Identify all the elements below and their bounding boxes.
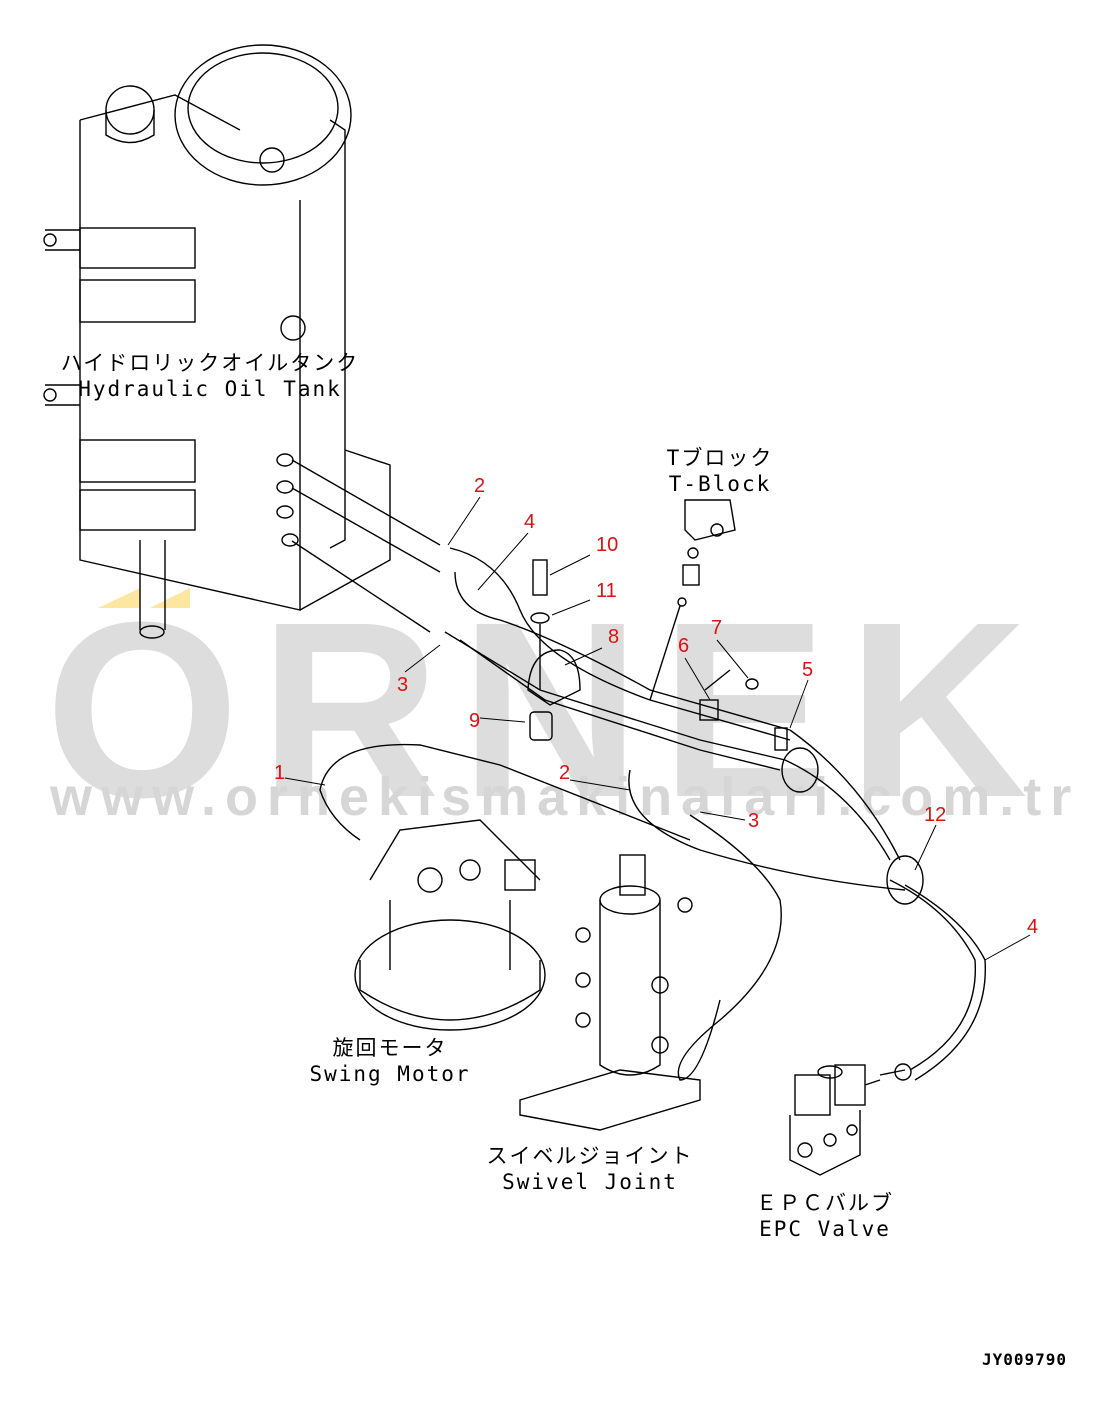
callout-7: 7 (711, 617, 723, 639)
watermark-brand: ORNEK (45, 570, 1048, 849)
clamp-assembly (527, 559, 924, 905)
callout-3: 3 (748, 810, 760, 832)
callout-3: 3 (397, 674, 409, 696)
callout-12: 12 (924, 804, 947, 826)
callout-4: 4 (1027, 916, 1039, 938)
callout-1: 1 (274, 762, 286, 784)
callout-4: 4 (524, 511, 536, 533)
swing-motor-label-jp: 旋回モータ (332, 1036, 448, 1060)
swivel-joint-label-en: Swivel Joint (502, 1170, 678, 1194)
callout-6: 6 (678, 635, 690, 657)
t-block-label-en: T-Block (668, 472, 772, 496)
hose-bundle (291, 459, 986, 1081)
drawing-code: JY009790 (982, 1350, 1068, 1369)
swivel-joint-label-jp: スイベルジョイント (486, 1144, 694, 1168)
watermark-accent-icon (98, 588, 140, 608)
hydraulic-oil-tank-label-jp: ハイドロリックオイルタンク (60, 351, 360, 375)
callout-10: 10 (596, 534, 619, 556)
epc-valve-label-en: EPC Valve (759, 1217, 891, 1241)
swing-motor-label: 旋回モータ Swing Motor (300, 1035, 480, 1087)
hydraulic-oil-tank-label-en: Hydraulic Oil Tank (78, 377, 342, 401)
hydraulic-oil-tank-drawing (43, 44, 391, 639)
epc-valve-label: ＥＰＣバルブ EPC Valve (740, 1190, 910, 1242)
epc-valve-label-jp: ＥＰＣバルブ (756, 1191, 894, 1215)
callout-11: 11 (596, 580, 617, 602)
watermark-accent-icon (150, 588, 190, 608)
epc-valve-drawing (789, 1063, 912, 1176)
swing-motor-drawing (354, 819, 546, 1031)
callout-2: 2 (474, 475, 486, 497)
callout-5: 5 (802, 659, 814, 681)
t-block-label: Tブロック T-Block (650, 445, 790, 497)
watermark-url: www.ornekismakinalari.com.tr (50, 767, 1081, 827)
callout-8: 8 (608, 626, 620, 648)
callout-9: 9 (469, 710, 481, 732)
hydraulic-oil-tank-label: ハイドロリックオイルタンク Hydraulic Oil Tank (60, 350, 360, 402)
swivel-joint-drawing (519, 854, 701, 1131)
leader-lines (284, 496, 1031, 961)
swivel-joint-label: スイベルジョイント Swivel Joint (480, 1143, 700, 1195)
swing-motor-label-en: Swing Motor (309, 1062, 471, 1086)
t-block-label-jp: Tブロック (666, 446, 774, 470)
t-block-drawing (649, 499, 736, 701)
callout-2: 2 (559, 762, 571, 784)
